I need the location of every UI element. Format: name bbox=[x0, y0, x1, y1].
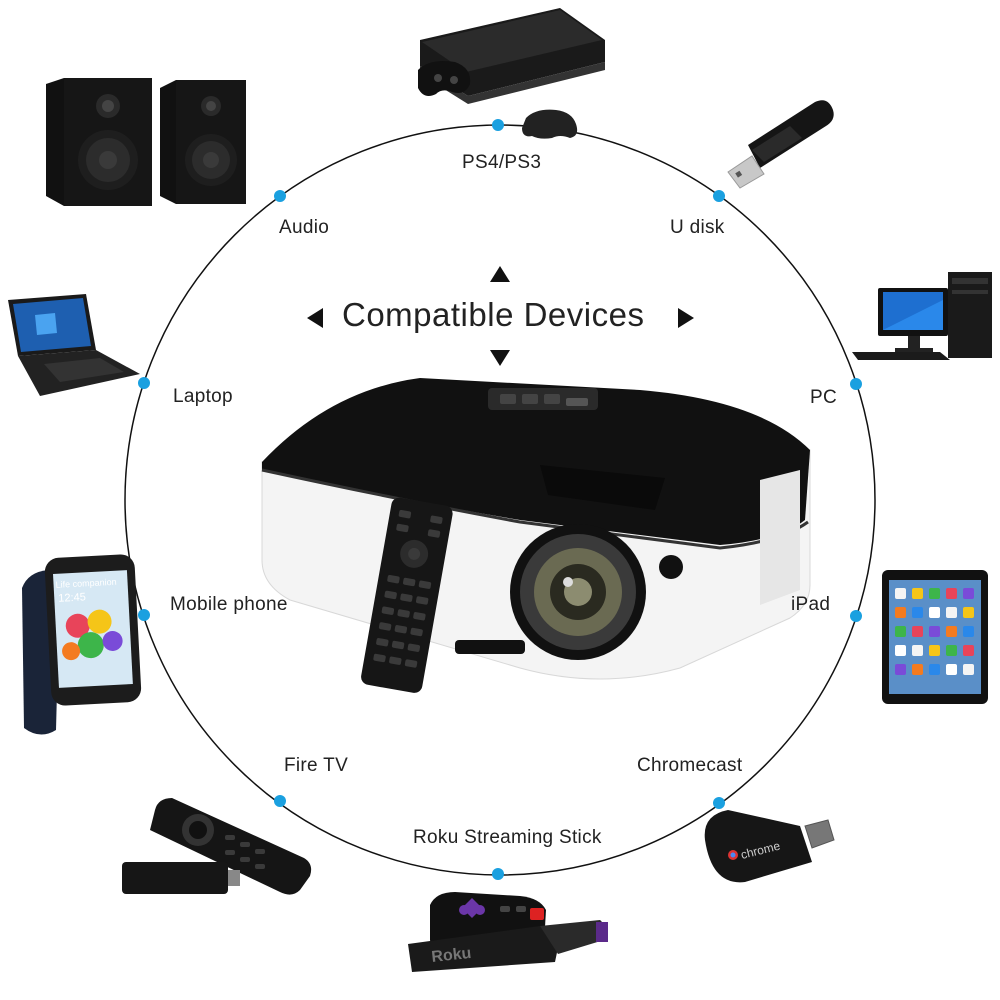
label-audio: Audio bbox=[279, 217, 330, 238]
phone-screen-text: Life companion bbox=[55, 577, 116, 590]
usb-drive-icon bbox=[727, 100, 834, 189]
ipad-app-icon bbox=[912, 664, 923, 675]
smartphone-icon: Life companion 12:45 bbox=[22, 554, 142, 735]
label-fire-tv: Fire TV bbox=[284, 755, 349, 776]
ipad-app-icon bbox=[963, 607, 974, 618]
ipad-app-icon bbox=[963, 645, 974, 656]
dot-audio bbox=[274, 190, 286, 202]
ipad-app-icon bbox=[912, 607, 923, 618]
dot-firetv bbox=[274, 795, 286, 807]
label-laptop: Laptop bbox=[173, 386, 233, 407]
ipad-app-icon bbox=[963, 664, 974, 675]
ipad-app-icon bbox=[929, 626, 940, 637]
dot-udisk bbox=[713, 190, 725, 202]
dot-laptop bbox=[138, 377, 150, 389]
label-roku-streaming-stick: Roku Streaming Stick bbox=[413, 827, 602, 848]
ipad-app-icon bbox=[963, 588, 974, 599]
roku-stick-icon: Roku bbox=[408, 892, 608, 972]
laptop-icon bbox=[8, 294, 140, 396]
label-ps4-ps3: PS4/PS3 bbox=[462, 152, 542, 173]
phone-time-text: 12:45 bbox=[58, 591, 86, 604]
arrow-up-icon bbox=[490, 266, 510, 282]
label-pc: PC bbox=[810, 387, 837, 408]
ipad-app-icon bbox=[929, 607, 940, 618]
desktop-pc-icon bbox=[852, 272, 992, 360]
ipad-app-icon bbox=[912, 588, 923, 599]
game-console-icon bbox=[418, 8, 605, 139]
ipad-app-icon bbox=[912, 626, 923, 637]
label-mobile-phone: Mobile phone bbox=[170, 594, 288, 615]
page-title: Compatible Devices bbox=[342, 296, 645, 333]
ipad-app-icon bbox=[946, 626, 957, 637]
arrow-right-icon bbox=[678, 308, 694, 328]
arrow-down-icon bbox=[490, 350, 510, 366]
ipad-app-icon bbox=[946, 645, 957, 656]
ipad-app-icon bbox=[895, 645, 906, 656]
ipad-app-icon bbox=[895, 664, 906, 675]
ipad-app-icon bbox=[963, 626, 974, 637]
speakers-icon bbox=[46, 78, 246, 206]
ipad-app-icon bbox=[929, 645, 940, 656]
dot-mobile bbox=[138, 609, 150, 621]
fire-tv-icon bbox=[122, 798, 312, 895]
arrow-left-icon bbox=[307, 308, 323, 328]
label-ipad: iPad bbox=[791, 594, 831, 615]
ipad-app-icon bbox=[895, 607, 906, 618]
ipad-app-icon bbox=[946, 607, 957, 618]
dot-chromecast bbox=[713, 797, 725, 809]
tablet-icon bbox=[882, 570, 988, 704]
ipad-app-icon bbox=[946, 664, 957, 675]
ipad-app-icon bbox=[912, 645, 923, 656]
label-u-disk: U disk bbox=[670, 217, 725, 238]
dot-ipad bbox=[850, 610, 862, 622]
dot-pc bbox=[850, 378, 862, 390]
projector-image bbox=[261, 378, 811, 680]
label-chromecast: Chromecast bbox=[637, 755, 743, 776]
dot-ps bbox=[492, 119, 504, 131]
ipad-app-icon bbox=[929, 588, 940, 599]
roku-logo-text: Roku bbox=[431, 945, 473, 966]
ipad-app-icon bbox=[895, 588, 906, 599]
ipad-app-icon bbox=[895, 626, 906, 637]
dot-roku bbox=[492, 868, 504, 880]
ipad-app-icon bbox=[946, 588, 957, 599]
ipad-app-icon bbox=[929, 664, 940, 675]
remote-control-image bbox=[361, 497, 453, 693]
ring-dots bbox=[138, 119, 862, 880]
chromecast-icon: chrome bbox=[704, 810, 835, 883]
direction-arrows bbox=[307, 266, 694, 366]
